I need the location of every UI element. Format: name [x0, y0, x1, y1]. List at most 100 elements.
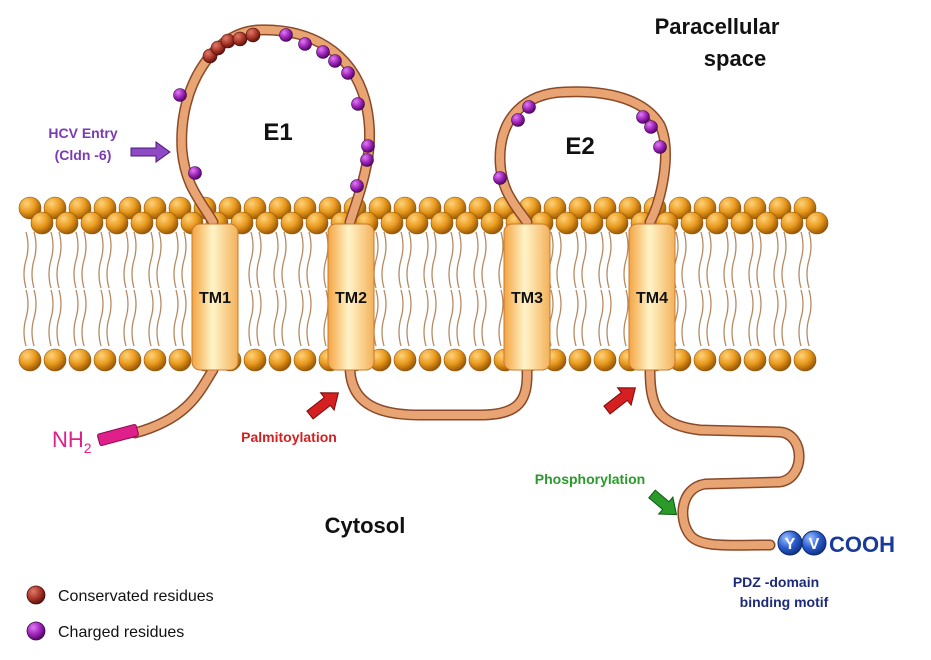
lipid-tail	[98, 231, 104, 289]
lipid-head	[455, 211, 479, 235]
lipid-tail	[156, 231, 162, 289]
lipid-tail	[573, 231, 579, 289]
charged-residue	[316, 45, 330, 59]
lipid-head	[255, 211, 279, 235]
lipid-head	[468, 348, 492, 372]
lipid-head	[43, 196, 67, 220]
lipid-tail	[581, 289, 587, 347]
lipid-tail	[698, 289, 704, 347]
lipid-head	[755, 211, 779, 235]
conserved-residue	[210, 40, 226, 56]
lipid-head	[30, 211, 54, 235]
lipid-tail	[323, 231, 329, 289]
lipid-tail	[798, 231, 804, 289]
lipid-tail	[48, 231, 54, 289]
charged-residue	[328, 54, 342, 68]
lipid-tail	[73, 231, 79, 289]
lipid-tail	[173, 289, 179, 347]
lipid-heads-outer	[18, 196, 829, 235]
tm-helix-4: TM4	[628, 223, 676, 371]
lipid-tail	[448, 231, 454, 289]
charged-residue	[360, 153, 374, 167]
charged-residue	[173, 88, 187, 102]
conserved-residue	[220, 33, 236, 49]
lipid-tail	[723, 289, 729, 347]
lipid-tail	[806, 289, 812, 347]
lipid-tail	[173, 231, 179, 289]
lipid-tail	[106, 231, 112, 289]
lipid-head	[168, 196, 192, 220]
lipid-tail	[556, 289, 562, 347]
charged-residue	[522, 100, 536, 114]
lipid-tail	[23, 289, 29, 347]
paracellular-label: Paracellular	[655, 14, 780, 39]
charged-residue	[361, 139, 375, 153]
space-label: space	[704, 46, 766, 71]
lipid-head	[568, 348, 592, 372]
lipid-head	[380, 211, 404, 235]
lipid-head	[55, 211, 79, 235]
e1-label: E1	[263, 119, 292, 146]
lipid-tail	[448, 289, 454, 347]
lipid-head	[18, 348, 42, 372]
charged-residue	[653, 140, 667, 154]
lipid-tail	[148, 289, 154, 347]
lipid-tail	[681, 231, 687, 289]
cytosol-label: Cytosol	[325, 513, 406, 538]
charged-residue	[636, 110, 650, 124]
charged-residue	[644, 120, 658, 134]
lipid-tail	[773, 231, 779, 289]
lipid-tail	[756, 231, 762, 289]
lipid-heads-inner	[18, 348, 817, 372]
lipid-tail	[56, 289, 62, 347]
lipid-tail	[81, 289, 87, 347]
lipid-head	[793, 348, 817, 372]
lipid-head	[718, 348, 742, 372]
lipid-tail	[581, 231, 587, 289]
tm-helix-2: TM2	[327, 223, 375, 371]
lipid-tail	[723, 231, 729, 289]
lipid-tail	[398, 289, 404, 347]
lipid-head	[718, 196, 742, 220]
lipid-head	[293, 348, 317, 372]
cooh-label: COOH	[829, 532, 895, 557]
lipid-tail	[423, 289, 429, 347]
lipid-head	[730, 211, 754, 235]
lipid-head	[143, 348, 167, 372]
lipid-head	[580, 211, 604, 235]
lipid-tail	[148, 231, 154, 289]
lipid-head	[43, 348, 67, 372]
phosphorylation-arrow-icon	[648, 489, 678, 516]
charged-residue	[341, 66, 355, 80]
tm-label: TM3	[511, 290, 543, 307]
lipid-head	[693, 196, 717, 220]
tm-label: TM2	[335, 290, 367, 307]
conserved-residue	[232, 31, 248, 47]
lipid-tail	[123, 231, 129, 289]
legend-charged-swatch	[26, 621, 46, 641]
lipid-head	[143, 196, 167, 220]
lipid-tail	[598, 231, 604, 289]
charged-residue	[350, 179, 364, 193]
lipid-head	[105, 211, 129, 235]
lipid-head	[393, 348, 417, 372]
lipid-tail	[423, 231, 429, 289]
cldn6-label: (Cldn -6)	[55, 147, 112, 163]
lipid-tail	[556, 231, 562, 289]
lipid-tail	[306, 289, 312, 347]
lipid-head	[218, 196, 242, 220]
lipid-tail	[23, 231, 29, 289]
lipid-tail	[131, 231, 137, 289]
lipid-tail	[273, 231, 279, 289]
lipid-head	[780, 211, 804, 235]
lipid-head	[418, 196, 442, 220]
binding-motif-label: binding motif	[740, 594, 829, 610]
lipid-tail	[373, 231, 379, 289]
lipid-head	[668, 196, 692, 220]
lipid-tail	[498, 289, 504, 347]
lipid-tail	[498, 231, 504, 289]
lipid-head	[393, 196, 417, 220]
legend: Conservated residues Charged residues	[26, 585, 214, 641]
lipid-tail	[248, 289, 254, 347]
lipid-tail	[698, 231, 704, 289]
